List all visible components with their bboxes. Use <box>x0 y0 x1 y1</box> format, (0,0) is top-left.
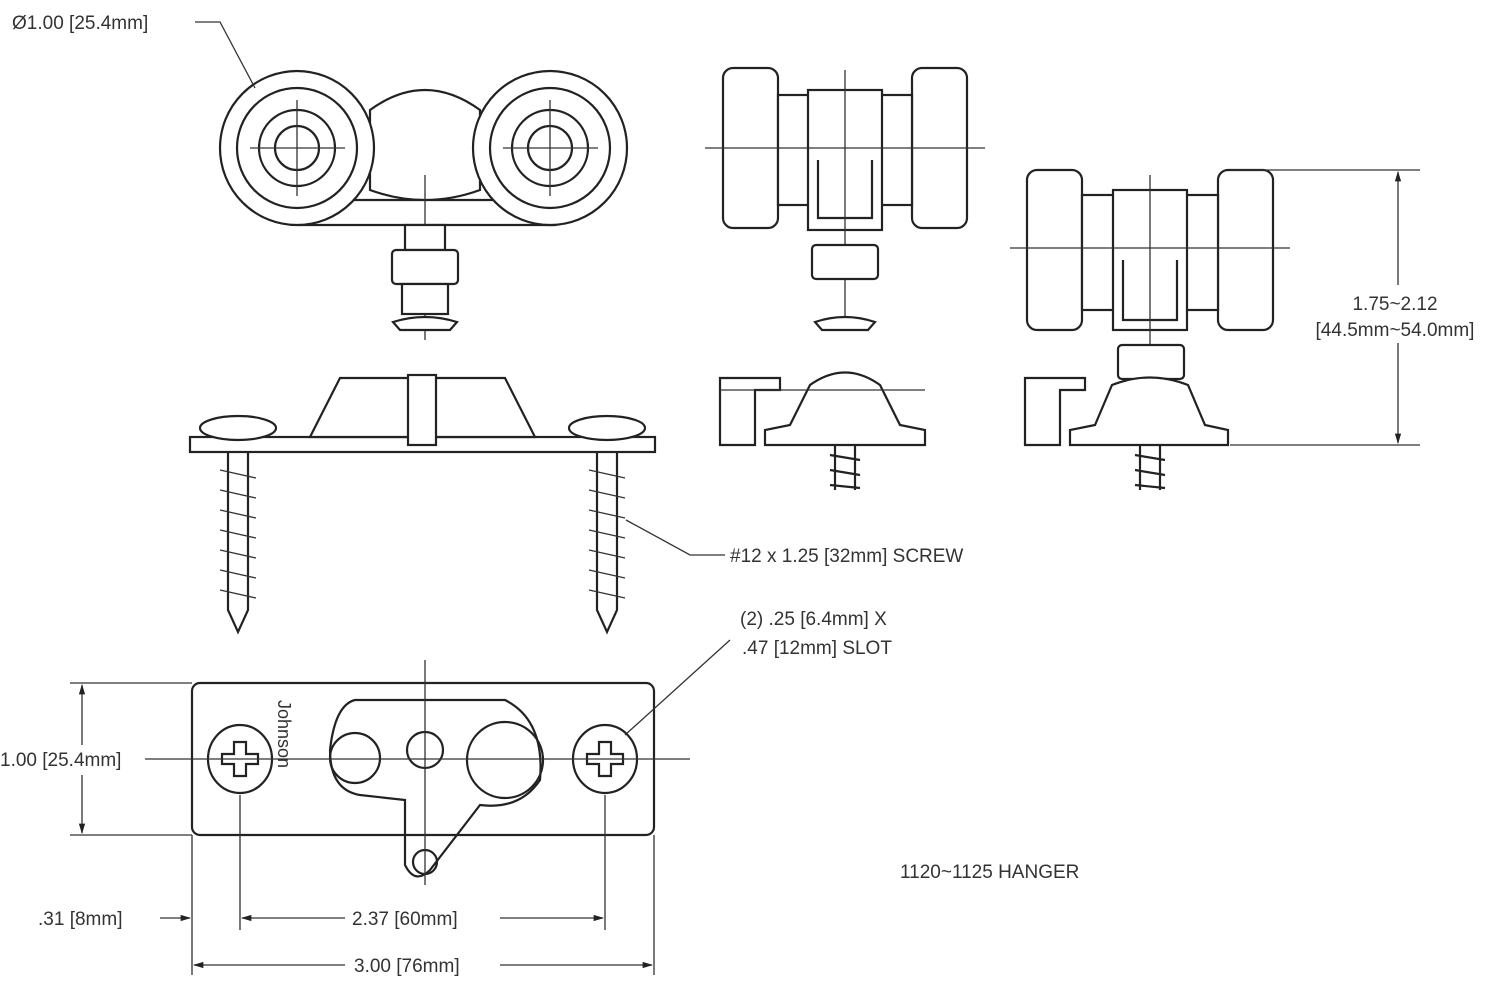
side-view-trolley-1 <box>705 66 985 490</box>
height-range-mm-label: [44.5mm~54.0mm] <box>1316 320 1475 341</box>
johnson-brand-mark: Johnson <box>274 700 294 768</box>
drawing-title: 1120~1125 HANGER <box>900 862 1079 883</box>
plate-length-label: 3.00 [76mm] <box>354 956 460 977</box>
height-range-label: 1.75~2.12 <box>1352 294 1437 315</box>
wheel-diameter-label: Ø1.00 [25.4mm] <box>12 13 148 34</box>
screw-label: #12 x 1.25 [32mm] SCREW <box>730 546 963 567</box>
front-view-trolley <box>218 69 629 340</box>
bracket-plan-view <box>70 21 731 975</box>
edge-offset-label: .31 [8mm] <box>38 909 122 930</box>
hole-spacing-label: 2.37 [60mm] <box>352 909 458 930</box>
slot-label-line2: .47 [12mm] SLOT <box>742 638 892 659</box>
slot-label-line1: (2) .25 [6.4mm] X <box>740 609 887 630</box>
side-view-trolley-2 <box>1010 168 1420 490</box>
bracket-elevation <box>188 373 725 635</box>
plate-width-label: 1.00 [25.4mm] <box>0 750 121 771</box>
